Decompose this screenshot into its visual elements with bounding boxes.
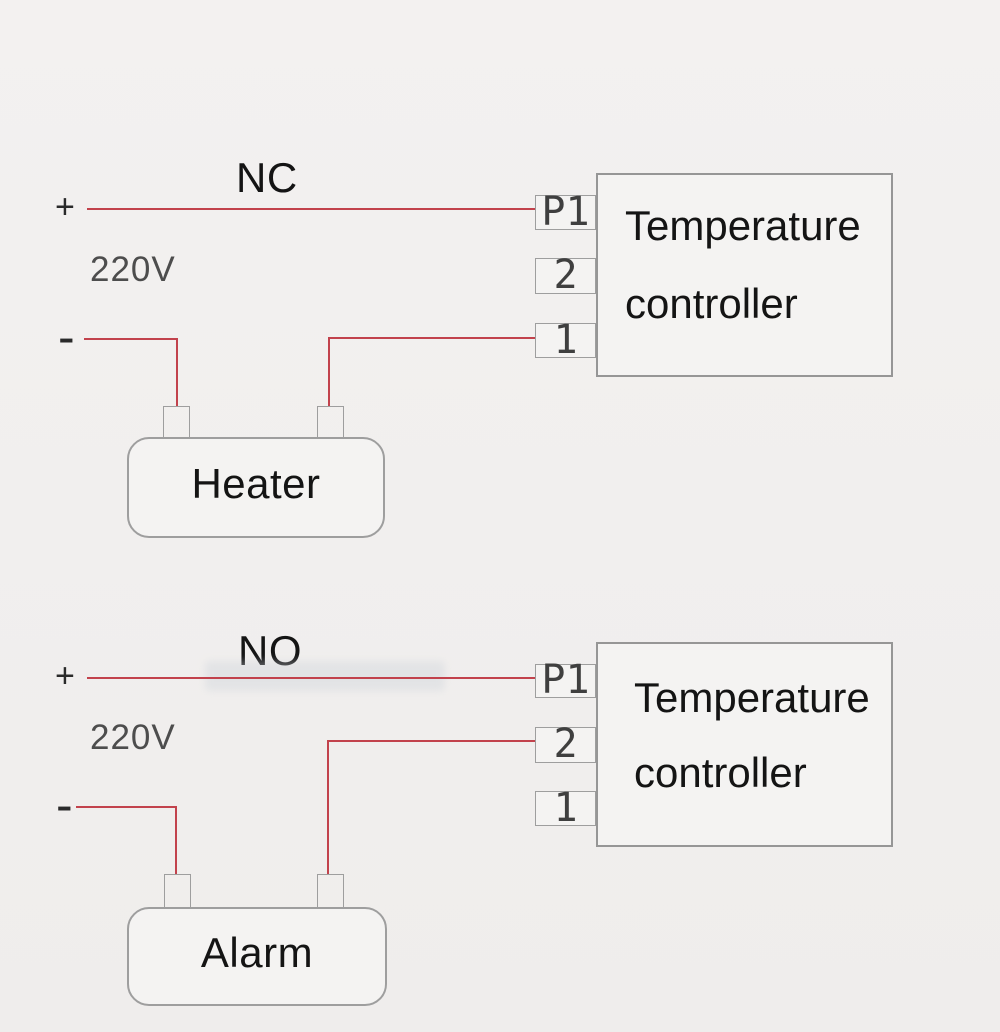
nc-wire-heater-riser [328, 337, 330, 407]
no-terminal-2-label: 2 [553, 721, 578, 767]
no-wire-to-terminal-2 [327, 740, 535, 742]
nc-terminal-2: 2 [535, 252, 596, 298]
nc-title: NC [236, 154, 298, 201]
heater-terminal-right [317, 406, 344, 438]
alarm-terminal-left [164, 874, 191, 908]
heater-box: Heater [127, 437, 385, 538]
nc-terminal-p1-label: P1 [541, 188, 590, 235]
nc-wire-neutral-horizontal [84, 338, 177, 340]
no-voltage-label: 220V [90, 718, 176, 757]
heater-label: Heater [191, 459, 321, 507]
no-controller-line2: controller [634, 749, 807, 796]
no-wire-live-to-p1 [87, 677, 535, 679]
alarm-terminal-right [317, 874, 344, 908]
nc-voltage-label: 220V [90, 250, 176, 289]
nc-terminal-p1: P1 [535, 188, 596, 235]
nc-diagram: NC + 220V - Heater Temperature controlle… [55, 154, 893, 538]
nc-controller-box: Temperature controller [596, 173, 893, 377]
no-terminal-1: 1 [535, 784, 596, 831]
no-wire-neutral-drop [175, 806, 177, 875]
no-terminal-1-label: 1 [553, 784, 578, 831]
no-wire-alarm-riser [327, 740, 329, 875]
no-diagram: NO + 220V - Alarm Temperature controller… [0, 560, 1000, 1032]
alarm-label: Alarm [200, 928, 314, 976]
nc-terminal-1-label: 1 [553, 316, 578, 363]
heater-terminal-left [163, 406, 190, 438]
no-minus-sign: - [56, 777, 73, 833]
nc-controller-line1: Temperature [625, 202, 861, 249]
no-terminal-p1-label: P1 [541, 657, 590, 703]
no-wire-neutral-horizontal [76, 806, 176, 808]
no-terminal-2: 2 [535, 721, 596, 767]
no-plus-sign: + [55, 657, 75, 695]
nc-wire-live-to-p1 [87, 208, 535, 210]
nc-controller-line2: controller [625, 280, 798, 327]
no-controller-box: Temperature controller [596, 642, 893, 847]
nc-wire-to-terminal-1 [328, 337, 535, 339]
nc-wire-neutral-drop [176, 338, 178, 407]
no-controller-line1: Temperature [634, 674, 870, 721]
alarm-box: Alarm [127, 907, 387, 1006]
nc-terminal-2-label: 2 [553, 252, 578, 298]
nc-terminal-1: 1 [535, 316, 596, 363]
nc-minus-sign: - [58, 309, 75, 365]
nc-plus-sign: + [55, 188, 75, 226]
no-terminal-p1: P1 [535, 660, 596, 700]
no-title: NO [238, 627, 302, 674]
watermark-smudge [205, 661, 445, 691]
